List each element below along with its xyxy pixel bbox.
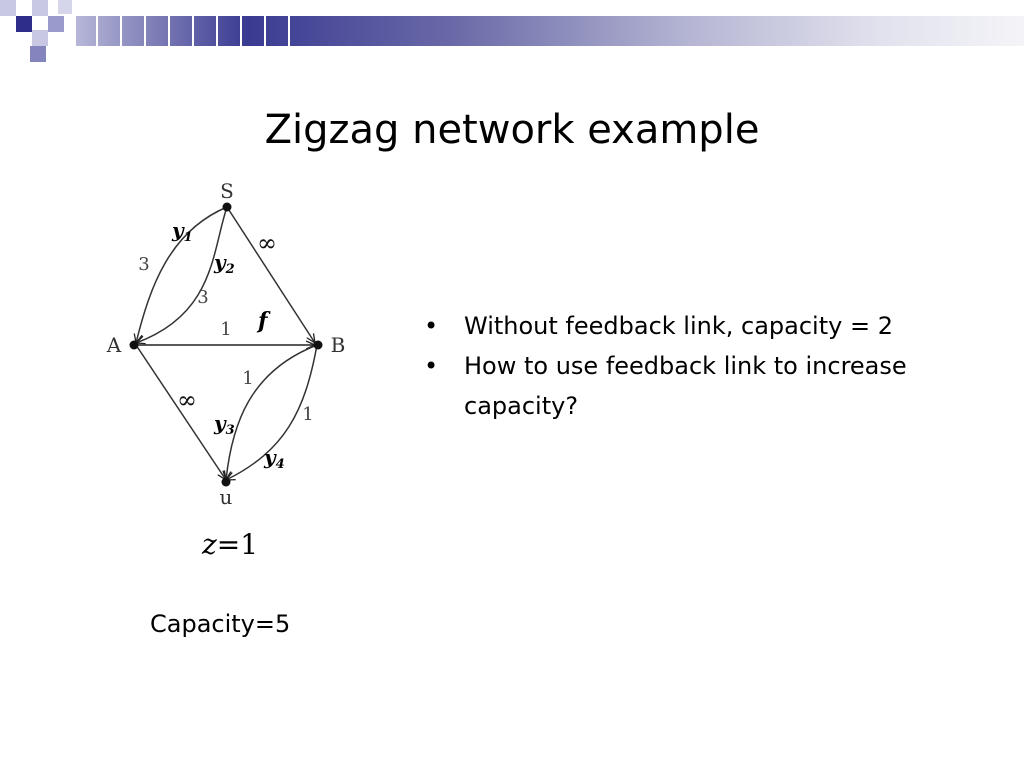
header-tick <box>120 16 122 46</box>
node-s-dot <box>222 202 232 212</box>
edge-b-u-outer <box>226 344 318 480</box>
bullet-item: How to use feedback link to increase cap… <box>424 346 1004 426</box>
header-tick <box>216 16 218 46</box>
edge-label-b-u-outer: 1 <box>302 404 313 425</box>
flow-label-y1: y1 <box>171 218 193 245</box>
node-s-label: S <box>220 179 234 203</box>
node-b-dot <box>313 340 323 350</box>
header-tick <box>240 16 242 46</box>
header-tick <box>168 16 170 46</box>
flow-label-y3: y3 <box>213 411 235 438</box>
formula-variable: z <box>201 528 217 561</box>
header-square-6 <box>58 0 72 14</box>
bullet-item: Without feedback link, capacity = 2 <box>424 306 1004 346</box>
header-decoration <box>0 0 1024 64</box>
edge-label-a-u: ∞ <box>177 386 197 414</box>
flow-label-y4: y4 <box>263 445 285 472</box>
node-a-label: A <box>106 333 122 357</box>
node-u-dot <box>221 477 231 487</box>
header-square-3 <box>32 0 48 16</box>
edge-s-a-inner <box>136 206 228 343</box>
bullet-list: Without feedback link, capacity = 2 How … <box>424 306 1004 426</box>
edge-label-s-a-inner: 3 <box>197 287 208 308</box>
header-square-4 <box>48 16 64 32</box>
formula: z=1 <box>160 528 300 561</box>
node-u-label: u <box>220 485 233 506</box>
edge-label-s-b: ∞ <box>257 229 277 257</box>
header-tick <box>264 16 266 46</box>
flow-label-f: f <box>256 308 271 334</box>
header-tick <box>192 16 194 46</box>
edge-s-a-outer <box>136 206 228 343</box>
header-tick <box>144 16 146 46</box>
header-square-2 <box>16 16 32 32</box>
node-b-label: B <box>331 333 346 357</box>
zigzag-network-diagram: S A B u 3 3 ∞ 1 ∞ 1 1 y1 y2 f y3 y4 <box>106 179 346 506</box>
formula-value: =1 <box>216 528 259 561</box>
edge-label-a-b: 1 <box>220 319 231 340</box>
header-gradient-band <box>76 16 1024 46</box>
flow-label-y2: y2 <box>213 250 235 277</box>
header-square-5 <box>32 30 48 46</box>
capacity-text: Capacity=5 <box>150 610 291 638</box>
header-square-7 <box>30 46 46 62</box>
edge-b-u-inner <box>226 344 318 480</box>
edge-label-b-u-inner: 1 <box>242 368 253 389</box>
edge-label-s-a-outer: 3 <box>138 254 149 275</box>
node-a-dot <box>129 340 139 350</box>
header-tick <box>96 16 98 46</box>
header-tick <box>288 16 290 46</box>
slide-title: Zigzag network example <box>264 107 760 153</box>
edge-s-b <box>226 206 315 343</box>
header-square-1 <box>0 0 16 16</box>
edge-a-u <box>135 344 226 480</box>
